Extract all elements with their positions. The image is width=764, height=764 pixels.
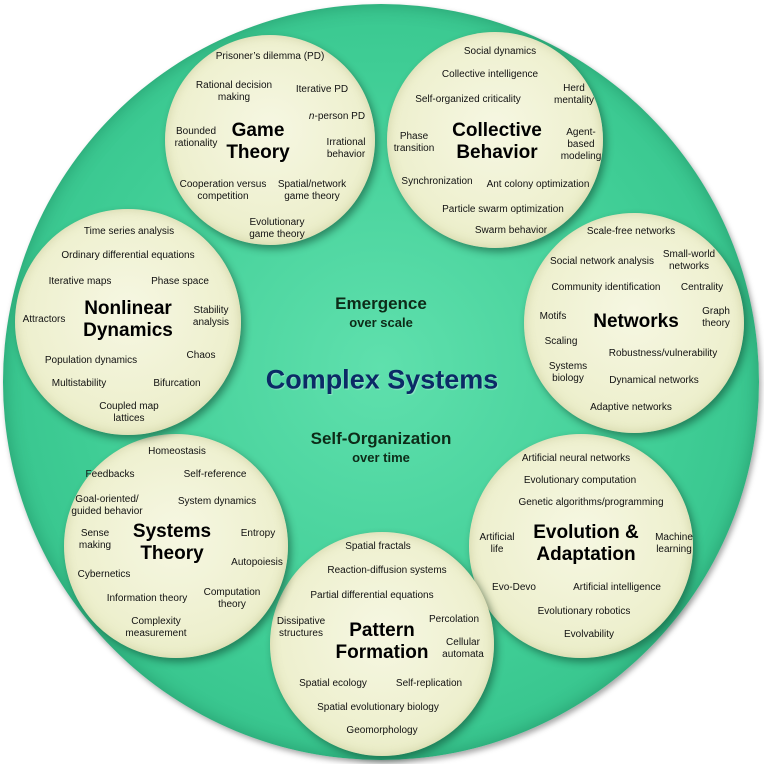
collective-behavior-item: Ant colony optimization (486, 179, 590, 190)
emergence-label: Emergence over scale (335, 293, 427, 331)
nonlinear-dynamics-item: Chaos (186, 350, 216, 361)
networks-item: Motifs (539, 311, 567, 322)
systems-theory-item: Goal-oriented/guided behavior (71, 494, 143, 517)
collective-behavior-item: Swarm behavior (474, 225, 548, 236)
collective-behavior-item: Self-organized criticality (415, 94, 521, 105)
pattern-formation-item: Spatial evolutionary biology (317, 702, 439, 713)
self-organization-line2: over time (352, 450, 410, 465)
evolution-item: Evolutionary computation (523, 475, 637, 486)
collective-behavior-item: Particle swarm optimization (442, 204, 564, 215)
evolution-item: Genetic algorithms/programming (518, 497, 664, 508)
systems-theory-item: Information theory (106, 593, 188, 604)
nonlinear-dynamics-item: Population dynamics (44, 355, 138, 366)
game-theory-item: n-person PD (308, 111, 366, 122)
networks-item: Community identification (551, 282, 661, 293)
game-theory-item: Prisoner’s dilemma (PD) (215, 51, 325, 62)
nonlinear-dynamics-item: Multistability (51, 378, 107, 389)
systems-theory-item: Feedbacks (85, 469, 135, 480)
pattern-formation-item: Percolation (428, 614, 480, 625)
nonlinear-dynamics-item: Iterative maps (48, 276, 112, 287)
evolution-item: Evolvability (563, 629, 615, 640)
pattern-formation-item: Partial differential equations (310, 590, 434, 601)
pattern-formation-item: Reaction-diffusion systems (327, 565, 447, 576)
systems-theory-item: Homeostasis (148, 446, 206, 457)
collective-behavior-item: Collective intelligence (441, 69, 539, 80)
collective-behavior-item: Synchronization (401, 176, 473, 187)
networks-title: Networks (593, 311, 679, 332)
networks-item: Centrality (680, 282, 724, 293)
systems-theory-item: Entropy (240, 528, 276, 539)
networks-item: Scale-free networks (586, 226, 676, 237)
evolution-item: Artificial neural networks (521, 453, 631, 464)
evolution-item: Evolutionary robotics (537, 606, 631, 617)
nonlinear-dynamics-item: Time series analysis (83, 226, 175, 237)
networks-item: Dynamical networks (609, 375, 699, 386)
pattern-formation-item: Self-replication (395, 678, 463, 689)
evolution-item: Evo-Devo (492, 582, 536, 593)
networks-item: Social network analysis (550, 256, 654, 267)
pattern-formation-item: Spatial ecology (299, 678, 367, 689)
systems-theory-item: Self-reference (183, 469, 247, 480)
center-title: Complex Systems (265, 364, 499, 395)
self-organization-line1: Self-Organization (310, 429, 452, 448)
networks-item: Adaptive networks (590, 402, 672, 413)
emergence-line2: over scale (349, 315, 413, 330)
nonlinear-dynamics-item: Phase space (151, 276, 209, 287)
networks-item: Robustness/vulnerability (608, 348, 718, 359)
pattern-formation-item: Geomorphology (346, 725, 418, 736)
networks-item: Scaling (544, 336, 578, 347)
game-theory-item: Iterative PD (295, 84, 349, 95)
evolution-title: Evolution &Adaptation (533, 522, 639, 565)
systems-theory-item: Autopoiesis (231, 557, 283, 568)
collective-behavior-item: Social dynamics (463, 46, 537, 57)
nonlinear-dynamics-item: Ordinary differential equations (61, 250, 195, 261)
emergence-line1: Emergence (335, 294, 427, 313)
evolution-bubble: Evolution &Adaptation Artificial neural n… (469, 434, 693, 658)
systems-theory-item: System dynamics (177, 496, 257, 507)
pattern-formation-item: Spatial fractals (345, 541, 411, 552)
evolution-item: Artificial intelligence (573, 582, 661, 593)
self-organization-label: Self-Organization over time (311, 428, 452, 466)
nonlinear-dynamics-item: Bifurcation (153, 378, 201, 389)
nonlinear-dynamics-item: Attractors (22, 314, 66, 325)
systems-theory-item: Cybernetics (77, 569, 131, 580)
